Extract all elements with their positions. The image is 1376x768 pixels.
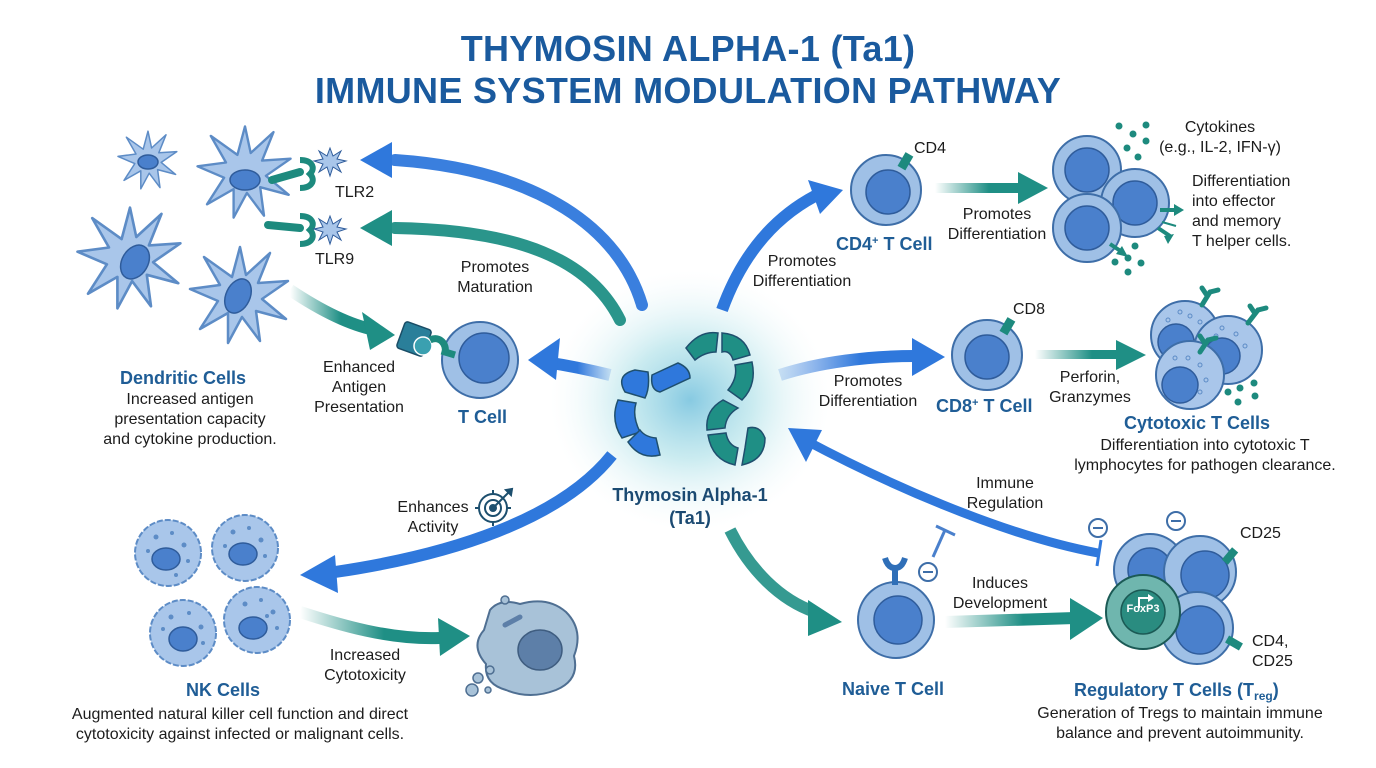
inhibit-minus-naive bbox=[918, 562, 938, 582]
dendritic-cells-desc: Increased antigen presentation capacity … bbox=[103, 391, 277, 448]
arrow-cd4-to-helpers bbox=[935, 172, 1048, 204]
target-cell bbox=[465, 595, 579, 697]
cd4-marker-label: CD4 bbox=[914, 140, 947, 157]
target-icon bbox=[475, 487, 514, 526]
enhanced-antigen-label: Enhanced Antigen Presentation bbox=[314, 359, 404, 416]
cd25-marker-label: CD25 bbox=[1240, 525, 1281, 542]
cd4-in-label: Promotes Differentiation bbox=[752, 253, 852, 290]
dendritic-cells-header: Dendritic Cells bbox=[120, 368, 247, 388]
cytokines-label: Cytokines (e.g., IL-2, IFN-γ) bbox=[1159, 119, 1281, 156]
foxp3-label: FoxP3 bbox=[1126, 603, 1160, 615]
helper-differentiation-text: Differentiation into effector and memory… bbox=[1192, 173, 1292, 250]
cd4-t-cell-header: CD4+ T Cell bbox=[836, 234, 933, 254]
inhibit-minus-treg-2 bbox=[1166, 511, 1186, 531]
nk-cells-header: NK Cells bbox=[186, 680, 261, 700]
tlr9-receptor bbox=[264, 213, 348, 247]
increased-cytotoxicity-label: Increased Cytotoxicity bbox=[324, 647, 406, 684]
cytokine-dots bbox=[1111, 121, 1150, 276]
helper-t-cells bbox=[1052, 135, 1184, 263]
granule-dots bbox=[1224, 379, 1259, 406]
arrow-nk-to-target bbox=[298, 606, 470, 656]
ta1-name: Thymosin Alpha-1 (Ta1) bbox=[612, 485, 768, 528]
treg-cells bbox=[1105, 533, 1243, 665]
cd4-t-cell bbox=[850, 152, 922, 226]
inhibit-minus-treg-1 bbox=[1088, 518, 1108, 538]
t-cell bbox=[396, 321, 519, 399]
tlr2-label: TLR2 bbox=[335, 184, 375, 201]
arrow-treg-feedback bbox=[788, 428, 1103, 567]
nk-cells bbox=[134, 514, 291, 667]
cd8-marker-label: CD8 bbox=[1013, 301, 1046, 318]
arrow-cd8-to-cytotoxic bbox=[1035, 340, 1146, 370]
treg-desc: Generation of Tregs to maintain immune b… bbox=[1037, 705, 1323, 742]
naive-t-cell-header: Naive T Cell bbox=[842, 679, 945, 699]
immune-regulation-label: Immune Regulation bbox=[966, 475, 1044, 512]
cd4-cd25-marker-label: CD4, CD25 bbox=[1252, 633, 1293, 670]
arrow-naive-to-treg bbox=[944, 598, 1103, 640]
ta1-glow bbox=[550, 270, 830, 530]
treg-header: Regulatory T Cells (Treg) bbox=[1074, 680, 1279, 703]
arrow-to-tlr9 bbox=[360, 210, 626, 326]
arrow-ta1-to-nk bbox=[300, 451, 617, 593]
title-line-1: THYMOSIN ALPHA-1 (Ta1) bbox=[460, 28, 916, 69]
induces-development-label: Induces Development bbox=[952, 575, 1048, 612]
arrow-to-tlr2 bbox=[360, 142, 648, 311]
cytotoxic-t-cells bbox=[1150, 285, 1269, 410]
cytotoxic-desc: Differentiation into cytotoxic T lymphoc… bbox=[1074, 437, 1336, 474]
arrow-ta1-to-cd4 bbox=[716, 180, 843, 313]
cytotoxic-header: Cytotoxic T Cells bbox=[1124, 413, 1271, 433]
nk-cells-desc: Augmented natural killer cell function a… bbox=[71, 706, 409, 743]
cd8-t-cell bbox=[951, 317, 1023, 391]
tlr2-receptor bbox=[268, 146, 348, 191]
arrow-ta1-to-tcell bbox=[528, 338, 612, 381]
cd8-t-cell-header: CD8+ T Cell bbox=[936, 396, 1033, 416]
title-line-2: IMMUNE SYSTEM MODULATION PATHWAY bbox=[314, 70, 1062, 111]
cd8-in-label: Promotes Differentiation bbox=[818, 373, 918, 410]
cd4-out-label: Promotes Differentiation bbox=[947, 206, 1047, 243]
arrow-dc-to-tcell bbox=[286, 285, 395, 350]
enhances-activity-label: Enhances Activity bbox=[397, 499, 469, 536]
inhibition-naive bbox=[931, 524, 956, 558]
naive-t-cell bbox=[857, 557, 935, 659]
arrow-ta1-to-cd8 bbox=[778, 338, 945, 381]
ta1-peptide bbox=[614, 331, 766, 466]
promotes-maturation-label: Promotes Maturation bbox=[457, 259, 533, 296]
dendritic-cells bbox=[76, 125, 292, 345]
tlr9-label: TLR9 bbox=[315, 251, 355, 268]
t-cell-header: T Cell bbox=[458, 407, 508, 427]
perforin-label: Perforin, Granzymes bbox=[1049, 369, 1131, 406]
arrow-ta1-to-naive bbox=[724, 527, 842, 636]
